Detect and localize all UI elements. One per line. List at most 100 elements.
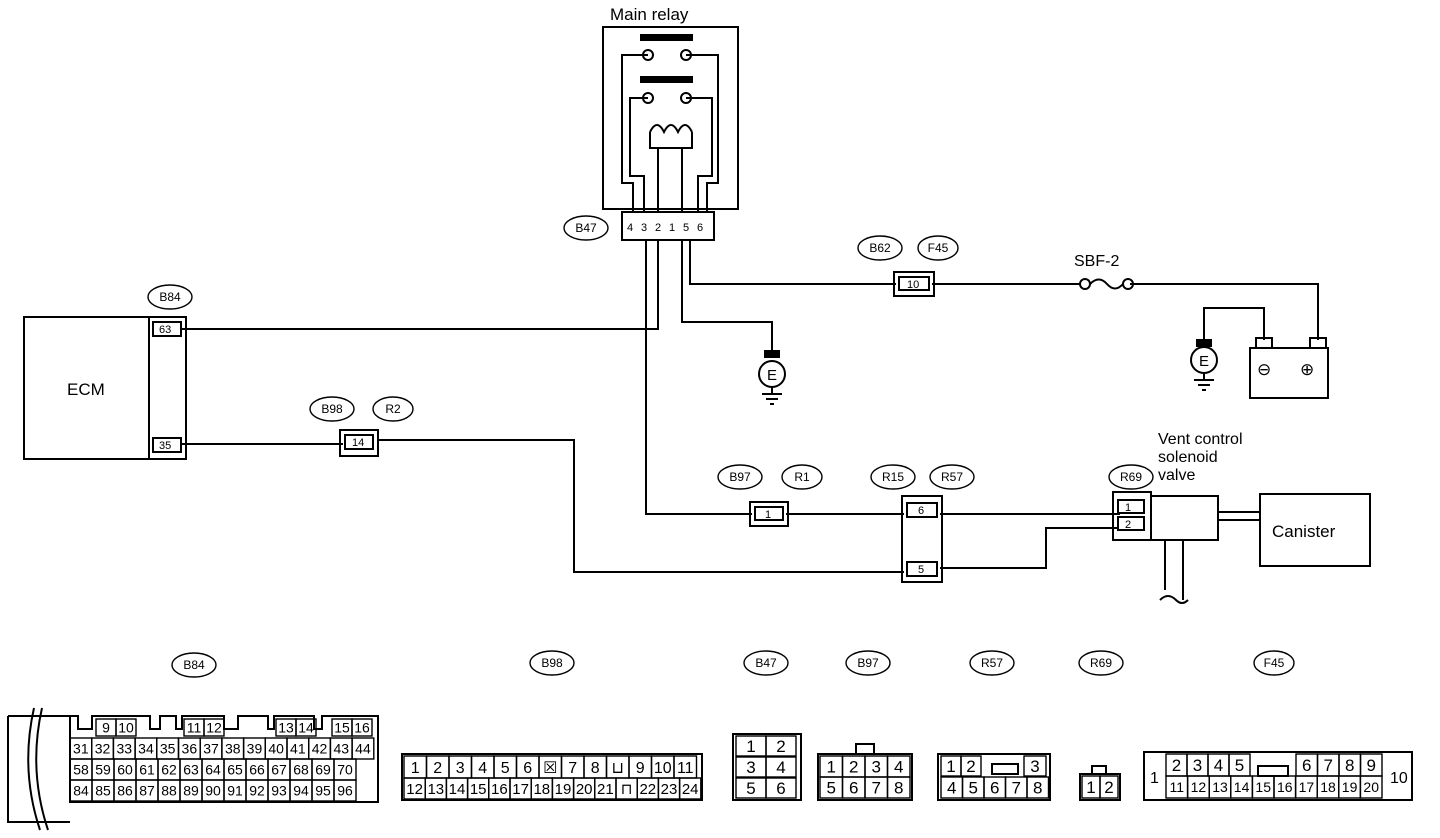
svg-text:10: 10 [1390,770,1408,787]
svg-text:valve: valve [1158,467,1195,484]
pin-cell [351,718,373,737]
pin-label: 9 [1367,756,1376,775]
pin-label: 95 [315,783,331,799]
pin-label: 6 [776,779,785,798]
battery: E ⊖ ⊕ [1190,307,1329,399]
pin-label: 43 [333,741,349,757]
svg-text:B47: B47 [755,656,777,670]
view-label-b84: B84 [171,652,217,678]
pin-label: 4 [776,758,785,777]
svg-text:6: 6 [918,505,924,517]
pin-label: 90 [205,783,221,799]
pin-label: 44 [355,741,371,757]
vent-control-solenoid-valve: Vent control solenoid valve 1 2 [1112,431,1243,541]
battery-minus-icon: ⊖ [1257,360,1271,380]
pin-label: 1 [827,758,836,777]
svg-text:F45: F45 [928,241,949,255]
pin-label: 21 [597,781,614,798]
ecm-label: ECM [67,380,105,399]
svg-text:B84: B84 [159,290,181,304]
svg-text:E: E [767,367,777,384]
pin-cell [960,755,982,777]
pin-label: 11 [677,760,694,777]
view-label-r57: R57 [969,650,1015,676]
svg-text:Canister: Canister [1272,522,1336,541]
pin-label: 17 [512,781,529,798]
pin-label: 7 [872,779,881,798]
view-label-f45: F45 [1253,650,1295,676]
pin-label: 7 [1012,779,1021,798]
pin-label: 64 [205,762,221,778]
connector-id-b62: B62 [857,235,903,261]
svg-text:R69: R69 [1120,470,1142,484]
pin-label: 36 [182,741,198,757]
pin-label: 62 [161,762,177,778]
pin-label: 3 [1030,757,1039,776]
relay-pin: 5 [683,222,689,234]
pin-label: 39 [247,741,263,757]
pin-label: 61 [139,762,155,778]
ground-relay: E [758,350,786,405]
pin-cell [203,718,225,737]
svg-text:B62: B62 [869,241,891,255]
pin-label: 33 [116,741,132,757]
relay-pin: 3 [641,222,647,234]
relay-pin: 4 [627,222,633,234]
relay-pin: 1 [669,222,675,234]
svg-text:5: 5 [918,564,924,576]
pin-cell [886,776,911,799]
pin-cell [765,756,797,778]
pin-label: 6 [1302,756,1311,775]
pin-label: 37 [203,741,219,757]
pin-label: 84 [73,783,89,799]
pin-label: 96 [337,783,353,799]
pin-label: ☒ [543,760,557,777]
connector-id-b98: B98 [309,396,355,422]
pin-label: 5 [1235,756,1244,775]
pin-label: 23 [661,781,678,798]
pin-label: 59 [95,762,111,778]
pin-label: 17 [1299,779,1315,795]
pin-cell [295,718,317,737]
pin-label: 42 [312,741,328,757]
pin-label: 10 [654,760,672,777]
pin-label: 16 [354,720,370,736]
svg-text:B97: B97 [857,656,879,670]
pin-label: 3 [746,758,755,777]
connector-id-r57: R57 [929,464,975,490]
pin-label: 6 [990,779,999,798]
wires [181,240,1319,604]
pin-cell [765,777,797,799]
pin-label: 8 [894,779,903,798]
pin-label: 86 [117,783,133,799]
pin-label: 18 [533,781,550,798]
fuse-sbf2: SBF-2 [1074,253,1134,290]
connector-id-r15: R15 [870,464,916,490]
pin-label: 20 [1363,779,1379,795]
svg-text:E: E [1199,353,1209,370]
pin-label: 6 [849,779,858,798]
pin-label: 2 [966,757,975,776]
pin-label: 19 [1342,779,1358,795]
pin-label: 4 [1214,756,1223,775]
main-relay: Main relay 4 3 2 1 5 6 [602,5,739,241]
pin-label: 5 [827,779,836,798]
battery-plus-icon: ⊕ [1300,360,1314,380]
svg-text:B97: B97 [729,470,751,484]
pin-cell [115,718,137,737]
pin-label: 38 [225,741,241,757]
connector-id-r1: R1 [781,464,823,490]
pin-label: 8 [591,760,600,777]
pin-label: 67 [271,762,287,778]
pin-cell [1359,775,1383,799]
svg-text:R57: R57 [981,656,1003,670]
pin-label: 1 [746,737,755,756]
svg-text:1: 1 [1150,770,1159,787]
pin-label: 7 [568,760,577,777]
connector-view-labels: B84 B98 B47 B97 R57 R69 F45 [171,650,1295,678]
canister: Canister [1259,493,1371,567]
pin-label: 8 [1345,756,1354,775]
pin-label: 2 [433,760,442,777]
pin-label: 60 [117,762,133,778]
